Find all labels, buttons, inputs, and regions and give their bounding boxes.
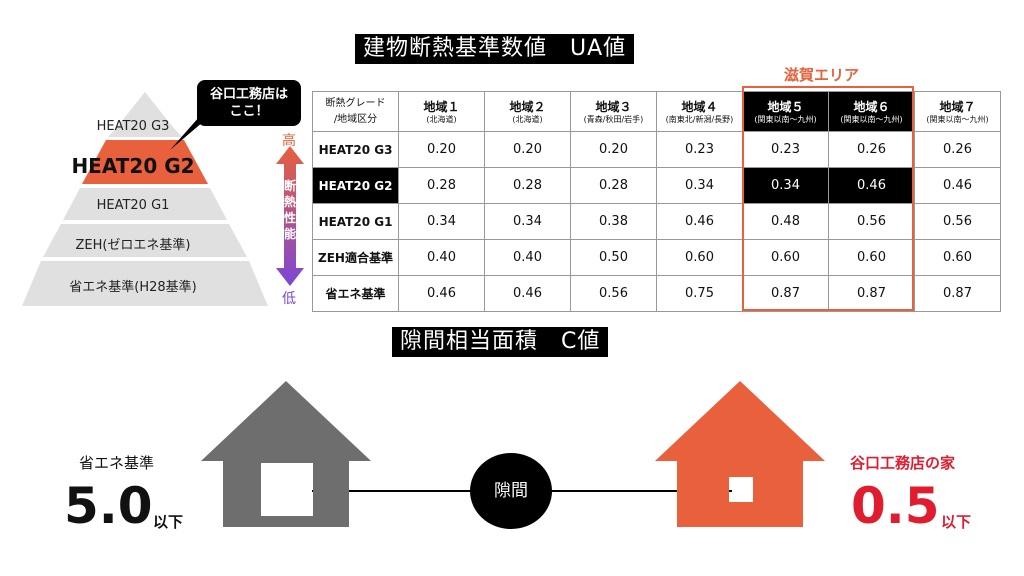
- column-header: 地域１(北海道): [398, 91, 485, 132]
- table-cell: 0.40: [484, 239, 571, 276]
- table-cell: 0.56: [828, 203, 915, 240]
- column-header-highlight: 地域６(関東以南〜九州): [828, 91, 915, 132]
- table-row: HEAT20 G3 0.20 0.20 0.20 0.23 0.23 0.26 …: [312, 131, 1001, 168]
- pyramid-level-g2: [82, 140, 208, 184]
- pyramid-level-sho: [22, 261, 268, 306]
- table-cell: 0.23: [656, 131, 743, 168]
- column-header: 地域２(北海道): [484, 91, 571, 132]
- table-cell: 0.46: [484, 275, 571, 312]
- table-cell: 0.38: [570, 203, 657, 240]
- pyramid-label-g2: HEAT20 G2: [71, 154, 195, 178]
- row-label: HEAT20 G3: [312, 131, 399, 168]
- pyramid-level-g1: [63, 188, 227, 220]
- pyramid-level-g3: [118, 92, 172, 126]
- table-row: HEAT20 G2 0.28 0.28 0.28 0.34 0.34 0.46 …: [312, 167, 1001, 204]
- table-cell: 0.46: [398, 275, 485, 312]
- table-cell: 0.26: [914, 131, 1001, 168]
- table-cell: 0.56: [570, 275, 657, 312]
- tanguchi-house-icon: [655, 381, 825, 527]
- table-cell: 0.28: [398, 167, 485, 204]
- table-cell: 0.23: [742, 131, 829, 168]
- row-label: HEAT20 G1: [312, 203, 399, 240]
- table-cell-highlight: 0.46: [828, 167, 915, 204]
- table-cell: 0.20: [570, 131, 657, 168]
- pyramid-label-sho: 省エネ基準(H28基準): [69, 280, 197, 295]
- table-cell: 0.28: [570, 167, 657, 204]
- table-row: ZEH適合基準 0.40 0.40 0.50 0.60 0.60 0.60 0.…: [312, 239, 1001, 276]
- table-cell: 0.60: [828, 239, 915, 276]
- pyramid-label-g1: HEAT20 G1: [96, 198, 170, 213]
- corner-line2: /地域区分: [333, 113, 378, 125]
- table-corner-header: 断熱グレード /地域区分: [312, 91, 399, 132]
- callout-line1: 谷口工務店は: [209, 87, 288, 102]
- tanguchi-c-value: 0.5: [851, 477, 940, 535]
- standard-label: 省エネ基準: [79, 454, 155, 472]
- column-header: 地域３(青森/秋田/岩手): [570, 91, 657, 132]
- table-cell: 0.60: [914, 239, 1001, 276]
- table-cell: 0.20: [484, 131, 571, 168]
- tanguchi-c-unit: 以下: [941, 513, 972, 531]
- table-cell-highlight: 0.34: [742, 167, 829, 204]
- ua-value-table: 断熱グレード /地域区分 地域１(北海道) 地域２(北海道) 地域３(青森/秋田…: [312, 91, 1001, 312]
- table-cell: 0.34: [656, 167, 743, 204]
- c-section-title: 隙間相当面積 C値: [392, 327, 609, 357]
- table-cell: 0.34: [398, 203, 485, 240]
- table-row: 省エネ基準 0.46 0.46 0.56 0.75 0.87 0.87 0.87: [312, 275, 1001, 312]
- pyramid-label-g3: HEAT20 G3: [96, 119, 170, 134]
- column-header: 地域７(関東以南〜九州): [914, 91, 1001, 132]
- insulation-pyramid: [22, 92, 268, 306]
- standard-house-icon: [201, 381, 371, 527]
- standard-c-value: 5.0: [64, 477, 153, 535]
- table-cell: 0.20: [398, 131, 485, 168]
- table-cell: 0.75: [656, 275, 743, 312]
- ua-section-title: 建物断熱基準数値 UA値: [355, 34, 635, 64]
- gap-circle-label: 隙間: [470, 453, 552, 529]
- table-cell: 0.46: [914, 167, 1001, 204]
- table-cell: 0.87: [742, 275, 829, 312]
- table-cell: 0.46: [656, 203, 743, 240]
- row-label: 省エネ基準: [312, 275, 399, 312]
- row-label: ZEH適合基準: [312, 239, 399, 276]
- table-cell: 0.26: [828, 131, 915, 168]
- shiga-area-label: 滋賀エリア: [784, 66, 860, 84]
- column-header-highlight: 地域５(関東以南〜九州): [742, 91, 829, 132]
- table-cell: 0.56: [914, 203, 1001, 240]
- table-cell: 0.87: [828, 275, 915, 312]
- pyramid-level-zeh: [43, 224, 247, 257]
- double-arrow-icon: [276, 146, 304, 286]
- corner-line1: 断熱グレード: [325, 97, 386, 109]
- table-header-row: 断熱グレード /地域区分 地域１(北海道) 地域２(北海道) 地域３(青森/秋田…: [312, 91, 1001, 132]
- table-cell: 0.34: [484, 203, 571, 240]
- standard-c-unit: 以下: [153, 513, 184, 531]
- arrow-high-label: 高: [282, 133, 296, 149]
- tanguchi-label: 谷口工務店の家: [850, 454, 956, 472]
- table-row: HEAT20 G1 0.34 0.34 0.38 0.46 0.48 0.56 …: [312, 203, 1001, 240]
- arrow-low-label: 低: [282, 291, 296, 307]
- table-cell: 0.48: [742, 203, 829, 240]
- table-cell: 0.40: [398, 239, 485, 276]
- table-cell: 0.60: [656, 239, 743, 276]
- arrow-text-label: 断熱性能: [283, 179, 296, 241]
- callout-line2: ここ！: [229, 104, 269, 119]
- pyramid-level-g3-band: [108, 126, 182, 137]
- table-cell: 0.87: [914, 275, 1001, 312]
- row-label-highlight: HEAT20 G2: [312, 167, 399, 204]
- table-cell: 0.28: [484, 167, 571, 204]
- table-cell: 0.50: [570, 239, 657, 276]
- column-header: 地域４(南東北/新潟/長野): [656, 91, 743, 132]
- pyramid-label-zeh: ZEH(ゼロエネ基準): [75, 238, 191, 253]
- table-cell: 0.60: [742, 239, 829, 276]
- callout-bubble: 谷口工務店は ここ！: [197, 80, 301, 126]
